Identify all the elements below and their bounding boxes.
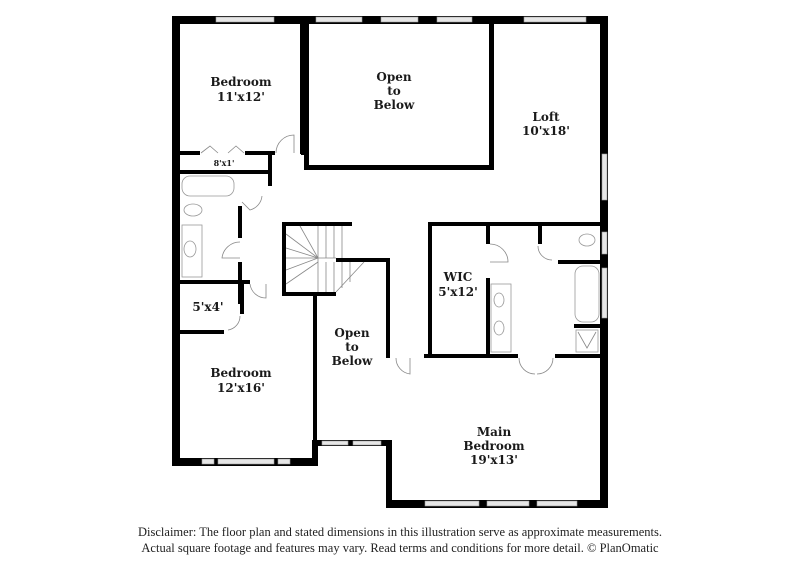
room-loft-name: Loft: [532, 110, 560, 124]
room-main-bedroom-dims: 19'x13': [470, 453, 518, 467]
room-open-below-1-l3: Below: [374, 98, 415, 112]
door-bedroom-2: [275, 134, 295, 154]
staircase: [285, 225, 365, 293]
room-main-bedroom-l1: Main: [477, 425, 512, 439]
disclaimer: Disclaimer: The floor plan and stated di…: [0, 524, 800, 556]
room-closet-5x4-dims: 5'x4': [192, 300, 223, 314]
disclaimer-line-2: Actual square footage and features may v…: [141, 541, 659, 555]
room-open-below-1-l1: Open: [376, 70, 411, 84]
room-wic-name: WIC: [443, 270, 473, 284]
room-bedroom-3-name: Bedroom: [210, 366, 271, 380]
room-labels: Bedroom 11'x12' Open to Below Loft 10'x1…: [192, 70, 570, 467]
windows: [201, 16, 608, 507]
room-wic-dims: 5'x12': [438, 285, 478, 299]
door-bath-2: [221, 241, 241, 259]
room-main-bedroom-l2: Bedroom: [463, 439, 524, 453]
room-closet-small-dims: 8'x1': [214, 158, 235, 168]
door-main-bath: [518, 357, 554, 375]
room-open-below-1-l2: to: [387, 84, 401, 98]
door-closet: [227, 315, 241, 331]
door-wc: [537, 245, 553, 261]
room-loft-dims: 10'x18': [522, 124, 570, 138]
room-open-below-2-l1: Open: [334, 326, 369, 340]
room-bedroom-3-dims: 12'x16': [217, 381, 265, 395]
room-bedroom-2-dims: 11'x12': [217, 90, 265, 104]
door-hall: [249, 283, 267, 299]
room-open-below-2-l2: to: [345, 340, 359, 354]
disclaimer-line-1: Disclaimer: The floor plan and stated di…: [138, 525, 662, 539]
floor-plan: Bedroom 11'x12' Open to Below Loft 10'x1…: [172, 16, 608, 508]
door-bath-1: [241, 195, 263, 211]
room-open-below-2-l3: Below: [332, 354, 373, 368]
door-main: [395, 357, 411, 375]
fixtures: [181, 134, 600, 375]
door-wic: [489, 243, 509, 263]
room-bedroom-2-name: Bedroom: [210, 75, 271, 89]
interior-walls: [180, 24, 604, 442]
